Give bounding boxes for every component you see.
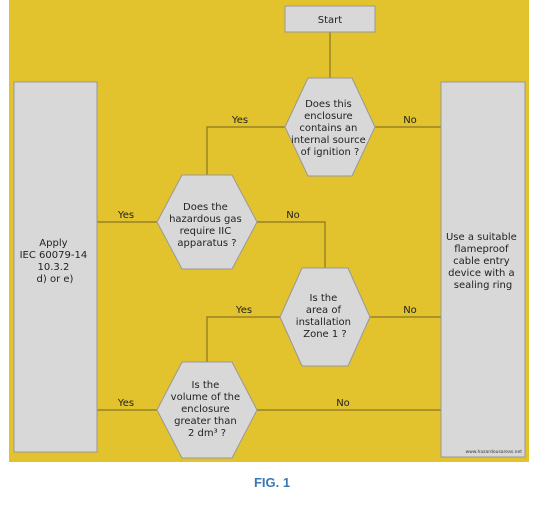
watermark-text: www.hazardousareas.net [465,449,522,455]
decision-ignition-line: Does this [305,99,352,110]
apply-line: IEC 60079-14 [20,250,88,261]
decision-zone-shape [279,267,371,367]
decision-ignition-line: contains an [299,123,357,134]
decision-gas-line: require IIC [180,226,232,237]
use-device-line: flameproof [454,244,509,255]
decision-ignition-shape [284,77,376,177]
edge-label-ignition-yes: Yes [231,115,248,126]
apply-box [13,81,98,453]
apply-line: 10.3.2 [38,262,70,273]
figure-caption: FIG. 1 [254,475,290,490]
start-box [284,5,376,33]
edge-label-volume-yes: Yes [117,398,134,409]
edge-label-ignition-no: No [403,115,417,126]
decision-zone-line: area of [306,305,342,316]
use-device-line: cable entry [453,256,510,267]
edge-label-gas-no: No [286,210,300,221]
decision-zone-line: Zone 1 ? [303,329,347,340]
edge-ignition-yes [206,126,285,175]
decision-gas-line: Does the [183,202,228,213]
decision-ignition-line: internal source [291,135,366,146]
edge-label-gas-yes: Yes [117,210,134,221]
decision-gas-line: hazardous gas [169,214,242,225]
decision-gas-text: Does the hazardous gas require IIC appar… [169,202,245,249]
edge-gas-no [257,221,326,268]
decision-volume-line: Is the [192,380,220,391]
connectors [97,32,441,411]
decision-zone-line: Is the [310,293,338,304]
apply-text: Apply IEC 60079-14 10.3.2 d) or e) [20,238,91,285]
decision-gas-line: apparatus ? [177,238,236,249]
use-device-line: Use a suitable [446,232,517,243]
decision-volume-line: greater than [174,416,237,427]
use-device-text: Use a suitable flameproof cable entry de… [446,232,520,291]
apply-line: d) or e) [37,274,74,285]
use-device-line: sealing ring [454,280,513,291]
decision-zone-text: Is the area of installation Zone 1 ? [296,293,354,340]
decision-ignition-text: Does this enclosure contains an internal… [291,99,369,158]
decision-ignition-line: enclosure [304,111,352,122]
decision-volume-line: 2 dm³ ? [188,428,226,439]
edge-label-volume-no: No [336,398,350,409]
edge-label-zone-yes: Yes [235,305,252,316]
decision-volume-line: volume of the [171,392,240,403]
decision-gas-shape [156,174,258,270]
decision-volume-text: Is the volume of the enclosure greater t… [171,380,244,439]
start-label: Start [318,15,343,26]
edge-label-zone-no: No [403,305,417,316]
use-device-box [440,81,526,458]
decision-zone-line: installation [296,317,351,328]
decision-volume-line: enclosure [181,404,229,415]
apply-line: Apply [39,238,67,249]
decision-volume-shape [156,361,258,459]
edge-zone-yes [206,316,280,362]
use-device-line: device with a [448,268,515,279]
decision-ignition-line: of ignition ? [301,147,360,158]
